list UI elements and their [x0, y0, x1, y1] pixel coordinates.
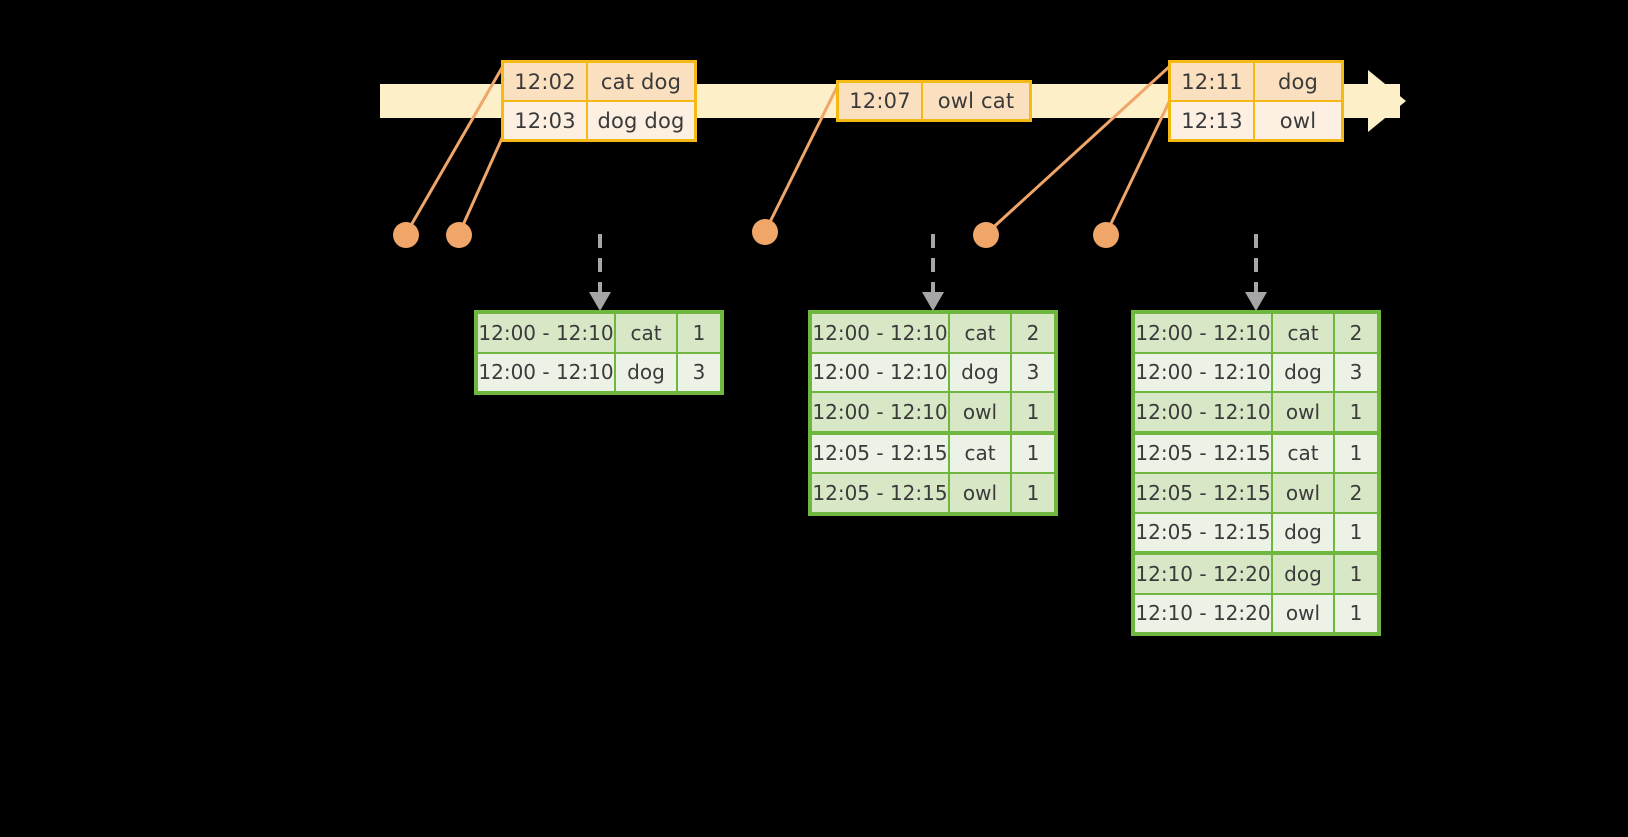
count-cell: 1	[1012, 393, 1054, 431]
count-cell: 1	[1335, 434, 1377, 472]
connector-dot-1	[393, 222, 419, 248]
key-cell: dog	[950, 353, 1010, 391]
table-row[interactable]: 12:00 - 12:10 cat 2	[812, 314, 1054, 352]
emit-arrow-2	[922, 234, 944, 311]
count-cell: 1	[1012, 474, 1054, 512]
window-cell: 12:00 - 12:10	[478, 314, 614, 352]
key-cell: dog	[1273, 353, 1333, 391]
event-row[interactable]: 12:02 cat dog	[504, 63, 694, 100]
key-cell: dog	[1273, 555, 1333, 593]
table-row[interactable]: 12:00 - 12:10 cat 1	[478, 314, 720, 352]
table-row[interactable]: 12:00 - 12:10 owl 1	[1135, 393, 1377, 431]
event-payload: owl	[1255, 102, 1341, 139]
connector-line-3	[763, 84, 840, 233]
event-time: 12:03	[504, 102, 588, 139]
event-row[interactable]: 12:07 owl cat	[839, 83, 1029, 119]
event-row[interactable]: 12:13 owl	[1171, 100, 1341, 139]
event-time: 12:07	[839, 83, 923, 119]
event-payload: dog dog	[588, 102, 694, 139]
table-row[interactable]: 12:00 - 12:10 owl 1	[812, 393, 1054, 431]
event-payload: owl cat	[923, 83, 1029, 119]
window-cell: 12:00 - 12:10	[812, 393, 948, 431]
window-cell: 12:05 - 12:15	[812, 434, 948, 472]
event-group-2[interactable]: 12:07 owl cat	[836, 80, 1032, 122]
key-cell: owl	[1273, 594, 1333, 632]
count-cell: 3	[1012, 353, 1054, 391]
window-cell: 12:10 - 12:20	[1135, 555, 1271, 593]
connector-line-1	[404, 65, 505, 235]
event-group-1[interactable]: 12:02 cat dog 12:03 dog dog	[501, 60, 697, 142]
connector-dot-3	[752, 219, 778, 245]
key-cell: owl	[950, 393, 1010, 431]
emit-arrow-1	[589, 234, 611, 311]
window-cell: 12:00 - 12:10	[478, 353, 614, 391]
key-cell: owl	[1273, 393, 1333, 431]
aggregation-table-2[interactable]: 12:00 - 12:10 cat 2 12:00 - 12:10 dog 3 …	[808, 310, 1058, 516]
connector-line-5	[1104, 99, 1172, 235]
window-cell: 12:05 - 12:15	[1135, 474, 1271, 512]
window-cell: 12:05 - 12:15	[812, 474, 948, 512]
emit-arrow-3	[1245, 234, 1267, 311]
count-cell: 2	[1335, 474, 1377, 512]
event-time: 12:02	[504, 63, 588, 100]
table-row[interactable]: 12:00 - 12:10 cat 2	[1135, 314, 1377, 352]
count-cell: 1	[1335, 555, 1377, 593]
window-cell: 12:05 - 12:15	[1135, 434, 1271, 472]
table-row[interactable]: 12:05 - 12:15 cat 1	[1135, 434, 1377, 472]
count-cell: 1	[1335, 393, 1377, 431]
count-cell: 1	[1012, 434, 1054, 472]
event-row[interactable]: 12:03 dog dog	[504, 100, 694, 139]
event-payload: cat dog	[588, 63, 694, 100]
key-cell: dog	[1273, 513, 1333, 551]
count-cell: 1	[678, 314, 720, 352]
aggregation-table-3[interactable]: 12:00 - 12:10 cat 2 12:00 - 12:10 dog 3 …	[1131, 310, 1381, 636]
connector-line-2	[457, 135, 505, 235]
table-row[interactable]: 12:10 - 12:20 dog 1	[1135, 555, 1377, 593]
key-cell: cat	[616, 314, 676, 352]
table-row[interactable]: 12:00 - 12:10 dog 3	[1135, 353, 1377, 391]
count-cell: 2	[1012, 314, 1054, 352]
window-cell: 12:00 - 12:10	[812, 314, 948, 352]
table-row[interactable]: 12:10 - 12:20 owl 1	[1135, 594, 1377, 632]
event-row[interactable]: 12:11 dog	[1171, 63, 1341, 100]
key-cell: cat	[1273, 314, 1333, 352]
key-cell: dog	[616, 353, 676, 391]
table-row[interactable]: 12:05 - 12:15 owl 2	[1135, 474, 1377, 512]
key-cell: cat	[950, 434, 1010, 472]
table-row[interactable]: 12:05 - 12:15 dog 1	[1135, 513, 1377, 551]
timeline-arrowhead	[1368, 70, 1406, 132]
window-cell: 12:00 - 12:10	[1135, 353, 1271, 391]
key-cell: cat	[1273, 434, 1333, 472]
window-cell: 12:05 - 12:15	[1135, 513, 1271, 551]
count-cell: 1	[1335, 513, 1377, 551]
table-row[interactable]: 12:00 - 12:10 dog 3	[812, 353, 1054, 391]
count-cell: 3	[1335, 353, 1377, 391]
table-row[interactable]: 12:05 - 12:15 cat 1	[812, 434, 1054, 472]
count-cell: 1	[1335, 594, 1377, 632]
connector-dot-5	[1093, 222, 1119, 248]
window-cell: 12:10 - 12:20	[1135, 594, 1271, 632]
count-cell: 3	[678, 353, 720, 391]
table-row[interactable]: 12:05 - 12:15 owl 1	[812, 474, 1054, 512]
aggregation-table-1[interactable]: 12:00 - 12:10 cat 1 12:00 - 12:10 dog 3	[474, 310, 724, 395]
count-cell: 2	[1335, 314, 1377, 352]
window-cell: 12:00 - 12:10	[812, 353, 948, 391]
window-cell: 12:00 - 12:10	[1135, 393, 1271, 431]
event-group-3[interactable]: 12:11 dog 12:13 owl	[1168, 60, 1344, 142]
event-time: 12:11	[1171, 63, 1255, 100]
event-payload: dog	[1255, 63, 1341, 100]
key-cell: owl	[1273, 474, 1333, 512]
window-cell: 12:00 - 12:10	[1135, 314, 1271, 352]
key-cell: cat	[950, 314, 1010, 352]
event-time: 12:13	[1171, 102, 1255, 139]
connector-dot-4	[973, 222, 999, 248]
connector-dot-2	[446, 222, 472, 248]
key-cell: owl	[950, 474, 1010, 512]
table-row[interactable]: 12:00 - 12:10 dog 3	[478, 353, 720, 391]
